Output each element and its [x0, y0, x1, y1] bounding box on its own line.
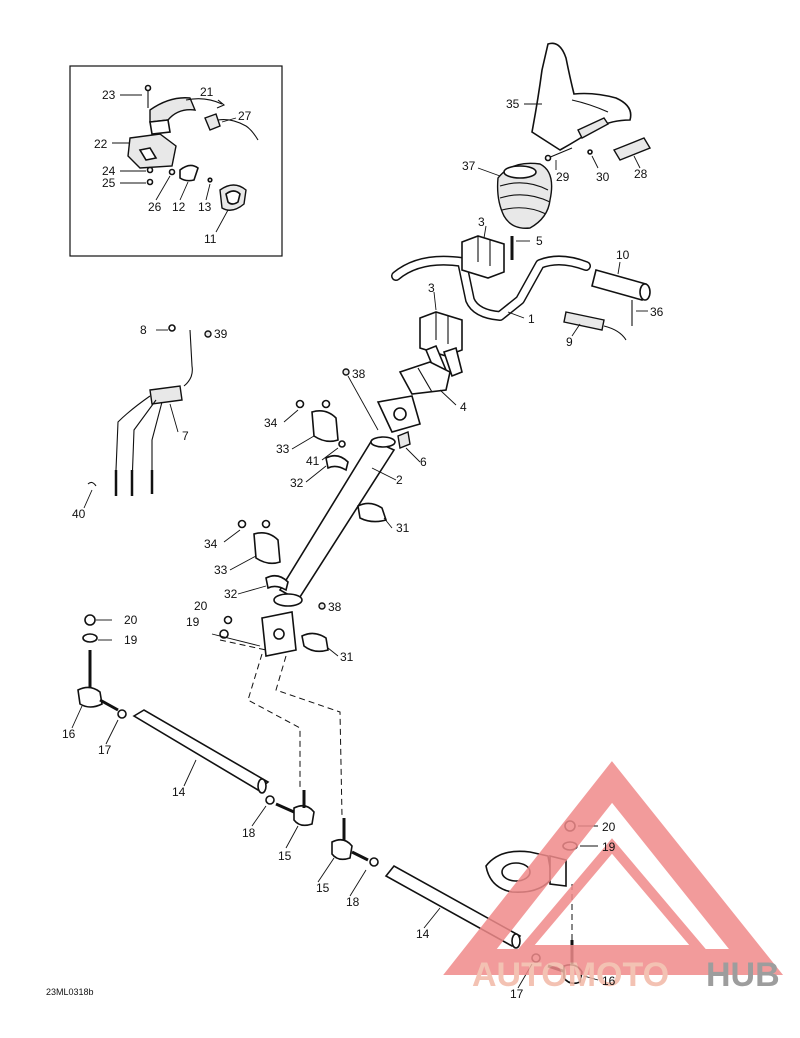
callout-33-lower: 33	[214, 563, 228, 577]
callout-40: 40	[72, 507, 86, 521]
callout-14-left: 14	[172, 785, 186, 799]
callout-9: 9	[566, 335, 573, 349]
throttle-cable-group	[83, 324, 212, 509]
callout-17-right: 17	[510, 987, 524, 1001]
callout-29: 29	[556, 170, 570, 184]
watermark-brand-part1: AUTOMOTO	[472, 956, 669, 994]
callout-5: 5	[536, 234, 543, 248]
callout-10: 10	[616, 248, 630, 262]
callout-38-lower: 38	[328, 600, 342, 614]
callout-19-column: 19	[186, 615, 200, 629]
watermark-triangle	[443, 761, 784, 975]
callout-15-right: 15	[316, 881, 330, 895]
callout-20-column: 20	[194, 599, 208, 613]
callout-31-upper: 31	[396, 521, 410, 535]
callout-41: 41	[306, 454, 320, 468]
callout-2: 2	[396, 473, 403, 487]
inset-detail	[69, 65, 283, 257]
callout-20-right: 20	[602, 820, 616, 834]
callout-7: 7	[182, 429, 189, 443]
callout-11: 11	[204, 232, 217, 246]
callout-31-lower: 31	[340, 650, 354, 664]
callout-18-right: 18	[346, 895, 360, 909]
callout-16-right: 16	[602, 974, 616, 988]
watermark: AUTOMOTO HUB	[443, 761, 784, 994]
callout-34-lower: 34	[204, 537, 218, 551]
lower-support-clamps	[211, 519, 289, 647]
callout-12: 12	[172, 200, 186, 214]
callout-19-right: 19	[602, 840, 616, 854]
callout-4: 4	[460, 400, 467, 414]
callout-34-upper: 34	[264, 416, 278, 430]
callout-labels: 23 21 27 22 24 25 26 12 13 11 35 37 29 3…	[62, 85, 664, 1001]
handlebar-pad-group	[477, 42, 652, 229]
callout-6: 6	[420, 455, 427, 469]
callout-36: 36	[650, 305, 664, 319]
callout-24: 24	[102, 164, 116, 178]
steering-column-group	[261, 368, 421, 657]
callout-19-left: 19	[124, 633, 138, 647]
callout-33-upper: 33	[276, 442, 290, 456]
callout-13: 13	[198, 200, 212, 214]
callout-21: 21	[200, 85, 214, 99]
watermark-brand-part2: HUB	[706, 956, 780, 994]
callout-32-upper: 32	[290, 476, 304, 490]
callout-3-upper: 3	[478, 215, 485, 229]
callout-25: 25	[102, 176, 116, 190]
callout-22: 22	[94, 137, 108, 151]
callout-18-left: 18	[242, 826, 256, 840]
callout-30: 30	[596, 170, 610, 184]
handlebar-group	[391, 225, 651, 406]
callout-32-lower: 32	[224, 587, 238, 601]
callout-14-right: 14	[416, 927, 430, 941]
callout-8: 8	[140, 323, 147, 337]
callout-38-upper: 38	[352, 367, 366, 381]
callout-28: 28	[634, 167, 648, 181]
callout-20-left: 20	[124, 613, 138, 627]
callout-26: 26	[148, 200, 162, 214]
callout-16-left: 16	[62, 727, 76, 741]
left-tie-rod-group	[71, 614, 315, 849]
callout-3-lower: 3	[428, 281, 435, 295]
drawing-code: 23ML0318b	[46, 987, 94, 997]
callout-17-left: 17	[98, 743, 112, 757]
callout-39: 39	[214, 327, 228, 341]
callout-27: 27	[238, 109, 252, 123]
callout-15-left: 15	[278, 849, 292, 863]
upper-support-clamps	[283, 399, 349, 483]
callout-37: 37	[462, 159, 476, 173]
callout-1: 1	[528, 312, 535, 326]
callout-35: 35	[506, 97, 520, 111]
callout-23: 23	[102, 88, 116, 102]
